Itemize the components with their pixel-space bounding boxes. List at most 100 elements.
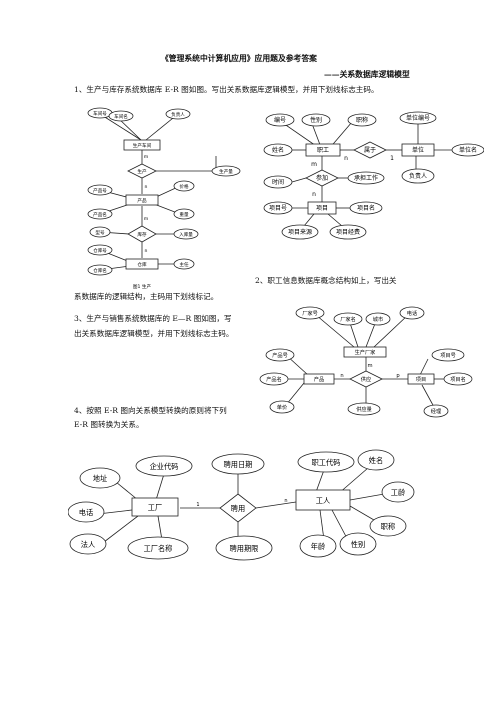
attr-ellipse [263,175,293,189]
label-time: 时间 [272,178,284,186]
label-dept-entity: 单位 [412,146,424,154]
attr-ellipse [339,532,377,556]
label-workshop-name: 车间名 [114,113,128,120]
attr-ellipse [349,201,383,215]
relationship-diamond [349,370,383,388]
attr-ellipse [265,113,295,127]
attr-ellipse [365,312,391,326]
label-workshop-entity: 生产车间 [133,142,152,149]
label-in-qty: 入库量 [179,231,193,238]
attr-ellipse [89,226,111,238]
label-legal-person: 法人 [81,540,95,549]
label-product-id: 产品号 [93,187,107,194]
er-diagram-factory-worker: 企业代码 聘用日期 职工代码 姓名 地址 工厂 聘用 工人 工龄 电话 职称 法… [68,449,415,561]
label-participate-rel: 参加 [316,174,328,182]
attr-ellipse [87,264,113,276]
attr-ellipse [265,348,295,362]
er-diagram-employee: 编号 性别 职称 单位编号 姓名 职工 属于 单位 单位名 负责人 时间 参加 … [263,111,484,240]
entity-rect [343,346,387,358]
label-workshop-id: 车间号 [93,110,107,117]
card-1: m [144,155,149,160]
label-emp-name: 姓名 [272,146,284,154]
label-employee-entity: 职工 [317,147,329,154]
attr-ellipse [329,224,367,240]
label-worker-code: 职工代码 [312,458,341,467]
attr-ellipse [347,402,381,416]
question-2-line1: 2、职工信息数据库概念结构如上，写出关 [255,276,397,285]
label-emp-title: 职称 [356,116,368,124]
entity-rect [305,143,341,157]
card-m: m [311,161,317,168]
doc-subtitle: ——关系数据库逻辑模型 [324,70,410,79]
attr-ellipse [211,453,265,475]
attr-ellipse [369,515,407,537]
label-price: 价格 [179,183,189,190]
label-produce-rel: 生产 [137,168,147,175]
label-project-entity: 项目 [316,205,328,212]
card-4: n [145,249,148,254]
question-4-line2: E-R 图转换为关系。 [74,420,144,429]
attr-ellipse [108,110,134,122]
attr-ellipse [173,180,195,192]
relationship-diamond [127,163,157,179]
attr-ellipse [347,171,385,185]
label-age: 年龄 [311,542,325,551]
attr-ellipse [381,481,415,503]
label-phone: 电话 [79,508,93,517]
attr-ellipse [135,455,193,477]
label-belongs-rel: 属于 [364,147,376,154]
label-product-name: 产品名 [266,375,282,383]
attr-ellipse [87,184,113,196]
attr-ellipse [263,201,293,215]
label-name: 姓名 [369,456,383,465]
card-one: 1 [196,502,199,508]
relationship-diamond [305,169,339,187]
label-emp-id: 编号 [274,116,286,124]
label-product-id: 产品号 [272,351,288,359]
attr-ellipse [173,208,195,220]
attr-ellipse [443,372,473,386]
question-1: 1、生产与库存系统数据库 E-R 图如图。写出关系数据库逻辑模型，并用下划线标志… [74,85,379,94]
label-project-entity: 项目 [416,376,426,383]
label-work-role: 承担工作 [354,174,378,182]
er-diagram-production-sales: 厂家号 厂家名 城市 电话 生产厂家 产品号 项目号 产品名 产品 供应 项目 … [259,306,473,418]
attr-ellipse [451,143,484,157]
label-project-fund: 项目经费 [336,228,360,236]
card-n2: n [312,191,316,198]
attr-ellipse [269,400,295,414]
attr-ellipse [263,143,293,157]
attr-ellipse [399,111,437,125]
attr-ellipse [431,348,465,362]
label-mfr-id: 厂家号 [302,309,318,317]
label-gender: 性别 [351,540,365,549]
label-supply-rel: 供应 [361,375,371,383]
label-hire-date: 聘用日期 [224,460,253,469]
card-p: p [396,373,400,379]
attr-ellipse [68,501,105,523]
question-4-line1: 4、按照 E-R 图向关系模型转换的原则将下列 [74,406,227,415]
card-m: m [367,363,372,369]
attr-ellipse [79,467,121,489]
attr-ellipse [301,113,331,127]
label-phone: 电话 [407,309,417,317]
label-enterprise-code: 企业代码 [150,462,179,471]
label-product-name: 产品名 [93,211,107,218]
relationship-diamond [127,225,157,243]
attr-ellipse [87,208,113,220]
label-project-name: 项目名 [357,204,375,212]
fig1-caption: 图1 生产 [133,283,152,290]
attr-ellipse [357,449,395,471]
label-warehouse-id: 仓库号 [93,247,107,254]
label-hire-term: 聘用期限 [230,544,259,553]
entity-rect [125,194,159,206]
card-n: n [340,373,343,379]
label-mfr-name: 厂家名 [340,315,356,323]
attr-ellipse [211,165,241,177]
relationship-diamond [219,493,257,523]
attr-ellipse [259,372,289,386]
entity-rect [123,139,161,151]
label-address: 地址 [93,474,107,483]
label-output: 生产量 [219,168,233,175]
attr-ellipse [69,533,107,555]
card-3: m [144,217,149,222]
